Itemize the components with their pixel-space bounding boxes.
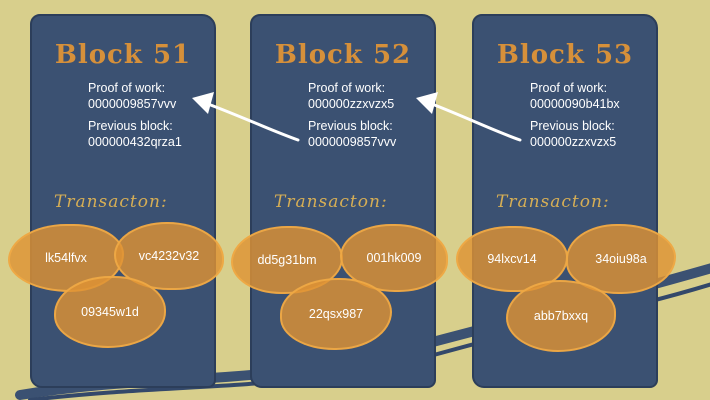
block-card: Block 53 Proof of work: 00000090b41bx Pr… — [472, 14, 658, 388]
transactions-heading: Transacton: — [274, 192, 388, 212]
previous-block: Previous block: 000000zzxvzx5 — [530, 118, 652, 150]
proof-of-work-value: 0000009857vvv — [88, 97, 177, 111]
previous-block-value: 0000009857vvv — [308, 135, 397, 149]
proof-of-work-value: 000000zzxvzx5 — [308, 97, 395, 111]
proof-of-work-label: Proof of work: — [308, 81, 386, 95]
proof-of-work-label: Proof of work: — [530, 81, 608, 95]
proof-of-work: Proof of work: 0000009857vvv — [88, 80, 210, 112]
transaction-item: 09345w1d — [54, 276, 166, 348]
transactions-heading: Transacton: — [54, 192, 168, 212]
transaction-item: 001hk009 — [340, 224, 448, 292]
block-title: Block 52 — [274, 40, 412, 70]
proof-of-work-value: 00000090b41bx — [530, 97, 620, 111]
previous-block-value: 000000432qrza1 — [88, 135, 182, 149]
previous-block-label: Previous block: — [88, 119, 173, 133]
proof-of-work-label: Proof of work: — [88, 81, 166, 95]
previous-block: Previous block: 0000009857vvv — [308, 118, 430, 150]
block-title: Block 51 — [54, 40, 192, 70]
block-card: Block 51 Proof of work: 0000009857vvv Pr… — [30, 14, 216, 388]
proof-of-work: Proof of work: 000000zzxvzx5 — [308, 80, 430, 112]
transactions-heading: Transacton: — [496, 192, 610, 212]
previous-block-label: Previous block: — [308, 119, 393, 133]
previous-block-label: Previous block: — [530, 119, 615, 133]
transaction-item: abb7bxxq — [506, 280, 616, 352]
previous-block: Previous block: 000000432qrza1 — [88, 118, 210, 150]
transaction-item: 22qsx987 — [280, 278, 392, 350]
proof-of-work: Proof of work: 00000090b41bx — [530, 80, 652, 112]
previous-block-value: 000000zzxvzx5 — [530, 135, 617, 149]
transaction-item: vc4232v32 — [114, 222, 224, 290]
block-title: Block 53 — [496, 40, 634, 70]
